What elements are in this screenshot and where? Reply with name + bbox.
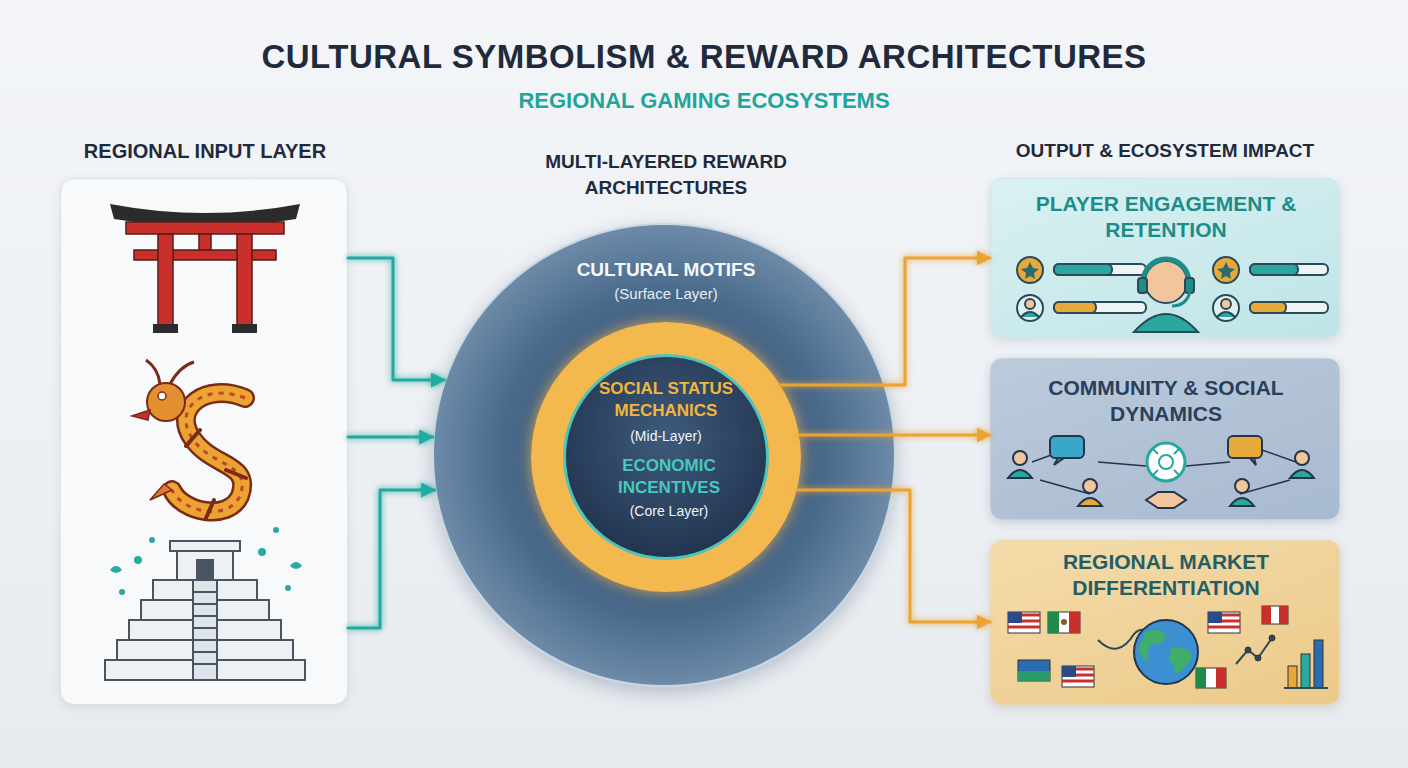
node-heading: COMMUNITY & SOCIAL DYNAMICS <box>1001 375 1331 427</box>
diagram-title: CULTURAL SYMBOLISM & REWARD ARCHITECTURE… <box>0 38 1408 76</box>
node-text: (Core Layer) <box>594 503 744 520</box>
mid-layer-ring: SOCIAL STATUS MECHANICS (Mid-Layer) ECONOM… <box>531 322 801 592</box>
flow-arrow <box>797 490 990 622</box>
output-box: COMMUNITY & SOCIAL DYNAMICS <box>990 358 1340 520</box>
flow-arrow <box>348 258 445 380</box>
surface-layer-circle: MULTI-LAYERED REWARD ARCHITECTURESCULTUR… <box>432 223 896 687</box>
flow-arrow <box>780 258 990 385</box>
node-heading: ECONOMIC INCENTIVES <box>584 455 754 499</box>
output-box: PLAYER ENGAGEMENT & RETENTION <box>990 178 1340 338</box>
flow-arrow <box>348 436 433 439</box>
column-heading: OUTPUT & ECOSYSTEM IMPACT <box>960 140 1370 162</box>
node-heading: REGIONAL MARKET DIFFERENTIATION <box>1001 549 1331 601</box>
node-text: (Surface Layer) <box>566 285 766 303</box>
node-heading: PLAYER ENGAGEMENT & RETENTION <box>1001 191 1331 243</box>
input-panel: REGIONAL INPUT LAYER <box>60 178 348 705</box>
node-heading: REGIONAL INPUT LAYER <box>21 139 389 163</box>
node-heading: SOCIAL STATUS MECHANICS <box>566 378 766 422</box>
output-box: REGIONAL MARKET DIFFERENTIATION <box>990 540 1340 705</box>
flow-arrow <box>799 434 990 437</box>
node-heading: MULTI-LAYERED REWARD ARCHITECTURES <box>486 149 846 201</box>
subtitle: REGIONAL GAMING ECOSYSTEMS <box>0 88 1408 114</box>
flow-arrow <box>348 490 435 628</box>
node-text: CULTURAL MOTIFS <box>526 259 806 282</box>
node-text: (Mid-Layer) <box>591 428 741 445</box>
